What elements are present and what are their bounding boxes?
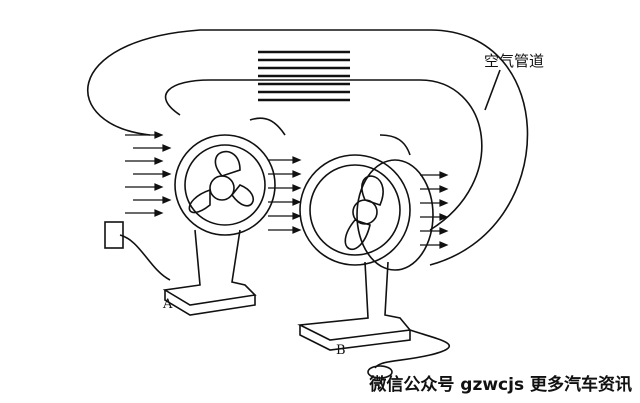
fan-b <box>297 154 451 379</box>
fan-a <box>162 134 276 316</box>
arrow-head <box>292 170 302 178</box>
fan-a-stand <box>162 229 257 306</box>
arrow-head <box>292 226 302 234</box>
fan-b-base <box>299 325 411 351</box>
fan-b-cord <box>374 329 451 369</box>
wall-outlet <box>104 221 124 249</box>
duct-flow-arrow-2 <box>379 134 411 156</box>
arrow-head <box>439 171 449 179</box>
arrow-head <box>154 131 164 139</box>
duct-flow-arrow-1 <box>249 117 286 136</box>
arrow-head <box>292 184 302 192</box>
fan-a-base <box>164 290 256 316</box>
arrow-head <box>162 144 172 152</box>
arrow-head <box>292 198 302 206</box>
fan-a-hub <box>209 175 235 201</box>
fan-b-stand <box>297 261 412 341</box>
arrow-head <box>162 196 172 204</box>
fan-a-label: A <box>163 297 173 312</box>
air-duct-outer <box>86 29 529 266</box>
arrow-head <box>162 170 172 178</box>
duct-label-leader <box>484 69 501 111</box>
arrow-head <box>439 185 449 193</box>
arrow-head <box>154 183 164 191</box>
fan-a-cord <box>119 234 171 281</box>
arrow-head <box>154 157 164 165</box>
arrow-head <box>154 209 164 217</box>
arrow-head <box>439 199 449 207</box>
duct-label: 空气管道 <box>484 52 545 70</box>
watermark: 微信公众号 gzwcjs 更多汽车资讯 <box>369 375 632 395</box>
airflow-arrows <box>125 131 449 249</box>
arrow-head <box>292 156 302 164</box>
fan-b-label: B <box>336 343 346 358</box>
fan-b-plug <box>367 365 393 379</box>
arrow-head <box>439 213 449 221</box>
arrow-head <box>292 212 302 220</box>
arrow-head <box>439 227 449 235</box>
vent-grille <box>258 50 350 102</box>
air-duct-inner <box>164 79 483 231</box>
arrow-head <box>439 241 449 249</box>
